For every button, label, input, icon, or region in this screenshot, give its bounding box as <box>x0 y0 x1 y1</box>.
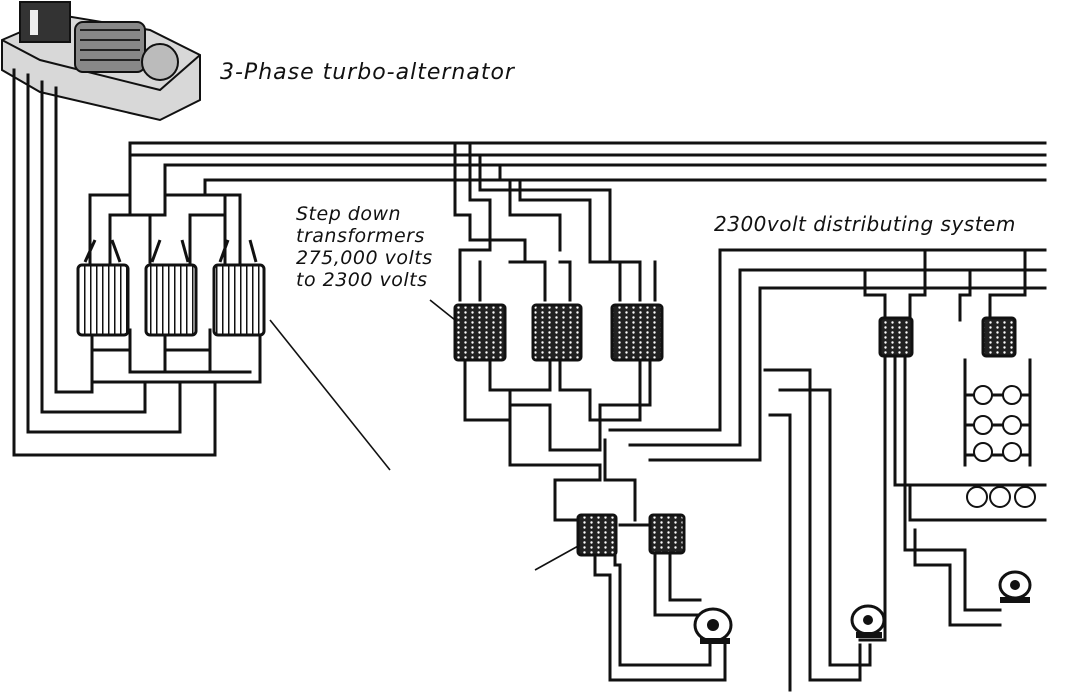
transmission-crossover <box>453 141 657 302</box>
step-down-transformer-bank <box>453 303 664 452</box>
step-down-label-line-4: to 2300 volts <box>296 269 428 291</box>
step-down-label-line-1: Step down <box>296 203 402 225</box>
generator-leads <box>12 68 217 457</box>
local-distribution <box>508 248 1047 682</box>
transformer-icon <box>76 239 266 337</box>
right-feeders <box>763 248 1047 692</box>
transformer-icon <box>576 513 686 557</box>
generator-label: 3-Phase turbo-alternator <box>220 60 515 85</box>
motor-icon <box>693 607 733 644</box>
callout-line-3 <box>534 544 581 571</box>
motor-icon <box>850 604 886 638</box>
turbo-alternator-icon <box>1 1 201 122</box>
callout-line <box>269 319 391 471</box>
transformer-icon <box>878 316 1017 358</box>
step-down-label: Step down transformers 275,000 volts to … <box>296 203 433 291</box>
callout-line-2 <box>429 299 456 321</box>
step-up-transformer-bank <box>88 141 1047 394</box>
motor-icon <box>998 570 1032 603</box>
step-down-label-line-2: transformers <box>296 225 425 247</box>
step-down-label-line-3: 275,000 volts <box>296 247 433 269</box>
lamp-array <box>963 358 1036 508</box>
distribution-label: 2300volt distributing system <box>714 212 1016 236</box>
